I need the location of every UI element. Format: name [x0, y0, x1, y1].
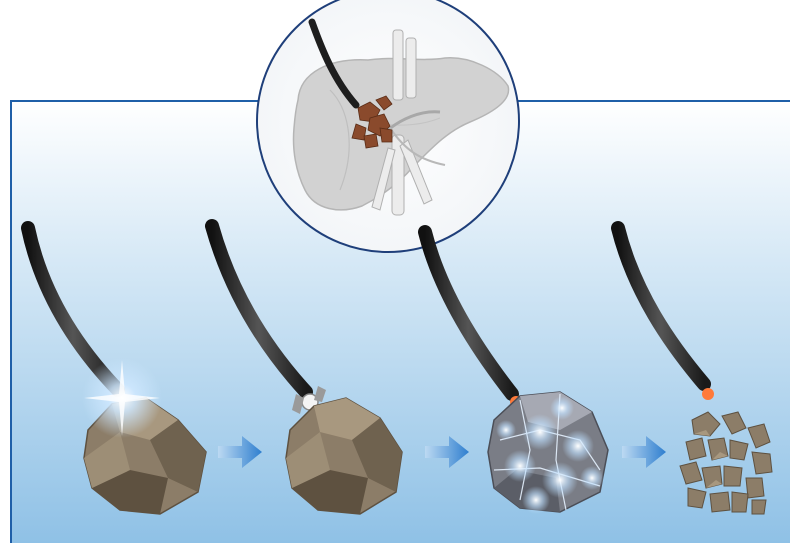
stone-fracturing [488, 392, 608, 514]
laser-tip [702, 388, 714, 400]
liver-inset [257, 0, 519, 252]
